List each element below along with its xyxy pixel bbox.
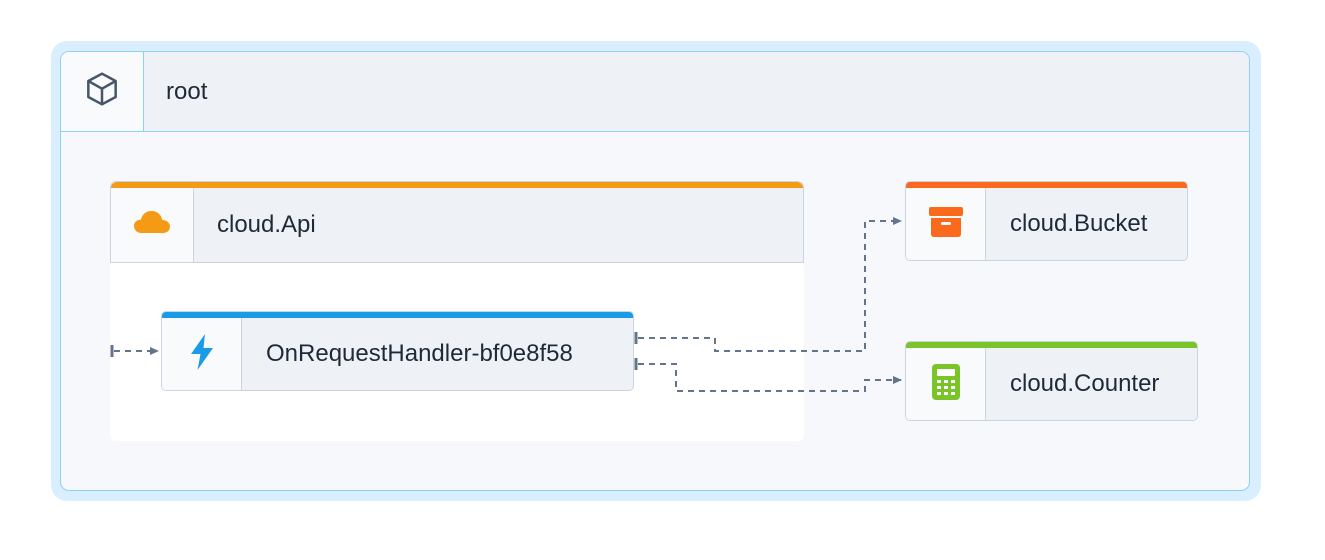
bucket-icon [926, 204, 966, 245]
api-header[interactable]: cloud.Api [110, 181, 804, 263]
handler-node[interactable]: OnRequestHandler-bf0e8f58 [161, 311, 634, 391]
cube-icon [82, 69, 122, 114]
root-icon-cell [61, 52, 144, 131]
handler-label: OnRequestHandler-bf0e8f58 [266, 340, 573, 367]
bucket-node[interactable]: cloud.Bucket [905, 181, 1188, 261]
handler-accent-bar [162, 312, 633, 318]
root-title: root [166, 78, 208, 105]
bucket-icon-cell [906, 188, 986, 260]
root-header[interactable]: root [61, 52, 1249, 132]
cloud-icon [132, 207, 172, 244]
api-accent-bar [111, 182, 803, 188]
counter-icon-cell [906, 348, 986, 420]
counter-label: cloud.Counter [1010, 370, 1160, 397]
calculator-icon [929, 362, 963, 407]
bucket-accent-bar [906, 182, 1187, 188]
counter-node[interactable]: cloud.Counter [905, 341, 1198, 421]
lightning-icon [186, 333, 218, 376]
handler-icon-cell [162, 318, 242, 390]
api-label: cloud.Api [217, 211, 316, 238]
bucket-label: cloud.Bucket [1010, 210, 1148, 237]
api-icon-cell [111, 188, 194, 262]
counter-accent-bar [906, 342, 1197, 348]
